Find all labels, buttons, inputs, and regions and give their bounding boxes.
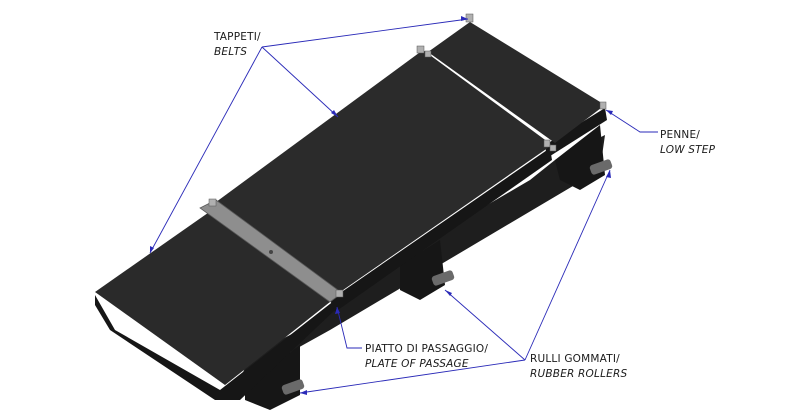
roller-axle-middle — [431, 270, 455, 286]
callout-belts-it: TAPPETI/ — [214, 31, 261, 43]
callout-low-step: PENNE/ LOW STEP — [660, 128, 715, 158]
leader-plate — [336, 306, 362, 349]
leader-lines — [149, 18, 658, 394]
callout-plate-en: PLATE OF PASSAGE — [365, 358, 469, 370]
belt-middle-top — [212, 50, 552, 297]
leader-rollers-mid — [444, 289, 526, 361]
callout-rollers-it: RULLI GOMMATI/ — [530, 353, 620, 365]
support-leg-middle — [400, 240, 445, 300]
callout-rollers-en: RUBBER ROLLERS — [530, 368, 628, 380]
leader-rollers-rear — [524, 169, 611, 361]
callout-plate: PIATTO DI PASSAGGIO/ PLATE OF PASSAGE — [365, 342, 488, 372]
belt-front-side — [95, 295, 335, 400]
belt-rear-top — [428, 22, 605, 143]
callout-low-step-en: LOW STEP — [660, 144, 716, 156]
callout-plate-it: PIATTO DI PASSAGGIO/ — [365, 343, 489, 355]
leader-belts-rear — [261, 18, 469, 48]
plate-bolt — [269, 250, 273, 254]
corner-bolts — [208, 13, 607, 298]
leader-arrowheads — [150, 16, 613, 395]
callout-rollers: RULLI GOMMATI/ RUBBER ROLLERS — [530, 352, 627, 382]
leader-rollers-front — [299, 359, 526, 394]
belt-front-top — [95, 208, 335, 385]
leader-belts-front — [149, 46, 263, 254]
belt-rear-side — [545, 108, 607, 158]
leader-low-step — [605, 109, 658, 133]
leader-belts-mid — [261, 46, 339, 118]
callout-belts-en: BELTS — [214, 46, 248, 58]
roller-axle-front — [281, 379, 305, 395]
callout-belts: TAPPETI/ BELTS — [214, 30, 261, 60]
belt-middle-side — [330, 148, 552, 312]
callout-low-step-it: PENNE/ — [660, 129, 701, 141]
roller-axle-rear — [589, 159, 613, 175]
